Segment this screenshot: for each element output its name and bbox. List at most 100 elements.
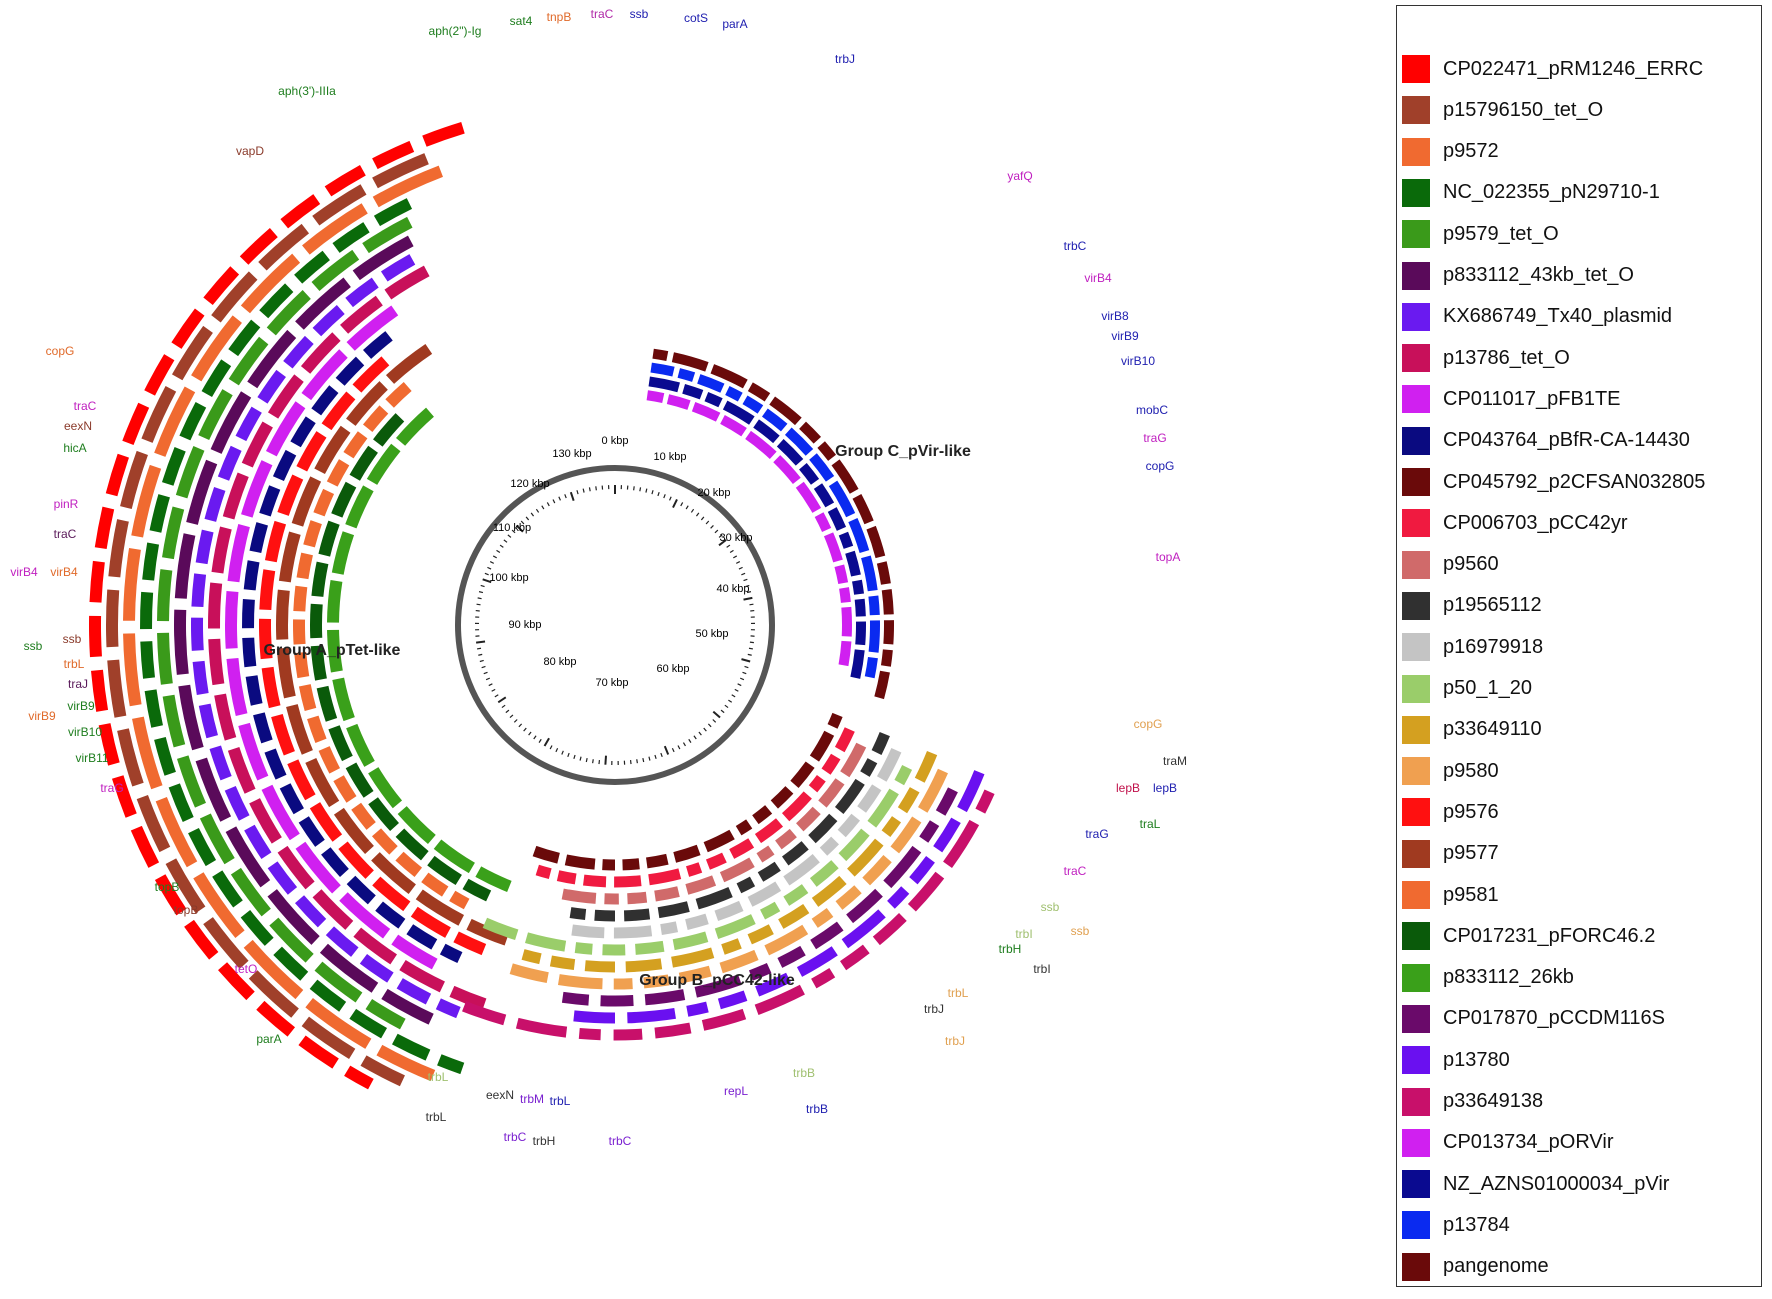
legend-item: CP017231_pFORC46.2 <box>1402 921 1655 951</box>
kbp-ruler: 0 kbp 10 kbp 20 kbp 30 kbp 40 kbp 50 kbp… <box>458 435 772 782</box>
legend-item: pangenome <box>1402 1252 1549 1282</box>
ruler-label: 100 kbp <box>489 572 528 584</box>
gene-block <box>778 904 809 929</box>
ruler-tick <box>490 562 494 564</box>
gene-label: eexN <box>64 419 92 433</box>
legend-swatch <box>1402 716 1430 744</box>
gene-block <box>565 855 596 870</box>
gene-label: hicA <box>63 441 86 455</box>
legend-label: CP006703_pCC42yr <box>1443 512 1628 535</box>
gene-label: traC <box>1064 864 1087 878</box>
legend-item: NC_022355_pN29710-1 <box>1402 178 1660 208</box>
legend-item: CP043764_pBfR-CA-14430 <box>1402 426 1690 456</box>
gene-block <box>422 122 465 147</box>
legend-item: p833112_43kb_tet_O <box>1402 261 1634 291</box>
legend-label: NC_022355_pN29710-1 <box>1443 181 1660 204</box>
gene-block <box>583 875 606 888</box>
legend-swatch <box>1402 138 1430 166</box>
gene-block <box>881 649 893 666</box>
gene-block <box>855 599 866 617</box>
gene-block <box>253 712 273 743</box>
legend-label: CP043764_pBfR-CA-14430 <box>1443 429 1690 452</box>
ruler-tick <box>706 521 709 524</box>
ruler-tick <box>661 753 662 757</box>
gene-block <box>191 618 204 651</box>
gene-block <box>174 610 189 675</box>
gene-block <box>704 392 722 407</box>
gene-block <box>533 846 560 864</box>
gene-block <box>571 925 604 939</box>
legend-swatch <box>1402 96 1430 124</box>
legend-swatch <box>1402 881 1430 909</box>
gene-block <box>311 562 328 597</box>
gene-label: trbJ <box>835 52 855 66</box>
gene-block <box>714 901 743 921</box>
gene-block <box>516 1018 567 1038</box>
ruler-tick <box>492 689 496 691</box>
legend-label: CP013734_pORVir <box>1443 1131 1614 1154</box>
legend-swatch <box>1402 675 1430 703</box>
gene-block <box>672 352 709 371</box>
ruler-tick <box>485 573 489 574</box>
ruler-tick <box>715 530 718 533</box>
gene-block <box>877 561 891 584</box>
legend-swatch <box>1402 385 1430 413</box>
gene-block <box>635 941 664 955</box>
gene-block <box>756 845 774 862</box>
ruler-tick <box>556 748 558 752</box>
ruler-tick <box>487 567 491 569</box>
ruler-tick <box>730 550 733 552</box>
legend-label: p9579_tet_O <box>1443 223 1559 246</box>
gene-label: trbJ <box>945 1034 965 1048</box>
ruler-tick <box>529 732 531 735</box>
gene-block <box>737 877 756 894</box>
gene-block <box>841 607 852 637</box>
gene-block <box>686 1002 708 1017</box>
gene-label: pinR <box>54 497 79 511</box>
legend-label: p9580 <box>1443 760 1499 783</box>
gene-block <box>810 922 843 950</box>
gene-label: virB8 <box>1101 309 1129 323</box>
gene-block <box>861 556 878 592</box>
ruler-tick <box>506 710 509 713</box>
gene-block <box>510 963 549 983</box>
ruler-tick <box>741 573 745 574</box>
ruler-label: 40 kbp <box>716 583 749 595</box>
gene-block <box>919 820 939 842</box>
legend-label: p15796150_tet_O <box>1443 99 1603 122</box>
legend-swatch <box>1402 633 1430 661</box>
ruler-label: 30 kbp <box>719 532 752 544</box>
legend-label: CP017870_pCCDM116S <box>1443 1007 1665 1030</box>
gene-label: aph(3')-IIIa <box>278 84 336 98</box>
gene-label: trbL <box>64 657 85 671</box>
ruler-tick <box>495 695 498 697</box>
gene-block <box>869 620 880 652</box>
legend-item: p9572 <box>1402 137 1499 167</box>
gene-block <box>205 487 226 522</box>
gene-label: tetO <box>235 962 258 976</box>
ruler-tick <box>727 545 730 547</box>
ruler-tick <box>745 666 749 667</box>
gene-block <box>812 908 834 928</box>
gene-label: virB4 <box>1084 271 1112 285</box>
gene-block <box>536 865 552 879</box>
gene-block <box>436 998 461 1018</box>
legend-label: p9572 <box>1443 140 1499 163</box>
ruler-tick <box>580 757 581 761</box>
legend-swatch <box>1402 427 1430 455</box>
ruler-tick <box>536 509 538 512</box>
gene-block <box>242 599 255 628</box>
gene-label: eexN <box>486 1088 514 1102</box>
legend-swatch <box>1402 964 1430 992</box>
ruler-label: 60 kbp <box>656 663 689 675</box>
gene-block <box>353 928 397 965</box>
gene-label: virB4 <box>10 565 38 579</box>
gene-block <box>317 686 337 722</box>
gene-block <box>646 854 669 868</box>
gene-label: topB <box>174 903 199 917</box>
legend-item: NZ_AZNS01000034_pVir <box>1402 1169 1669 1199</box>
gene-label: aph(2")-Ig <box>429 24 482 38</box>
gene-block <box>839 641 852 666</box>
legend-swatch <box>1402 1211 1430 1239</box>
legend-swatch <box>1402 798 1430 826</box>
